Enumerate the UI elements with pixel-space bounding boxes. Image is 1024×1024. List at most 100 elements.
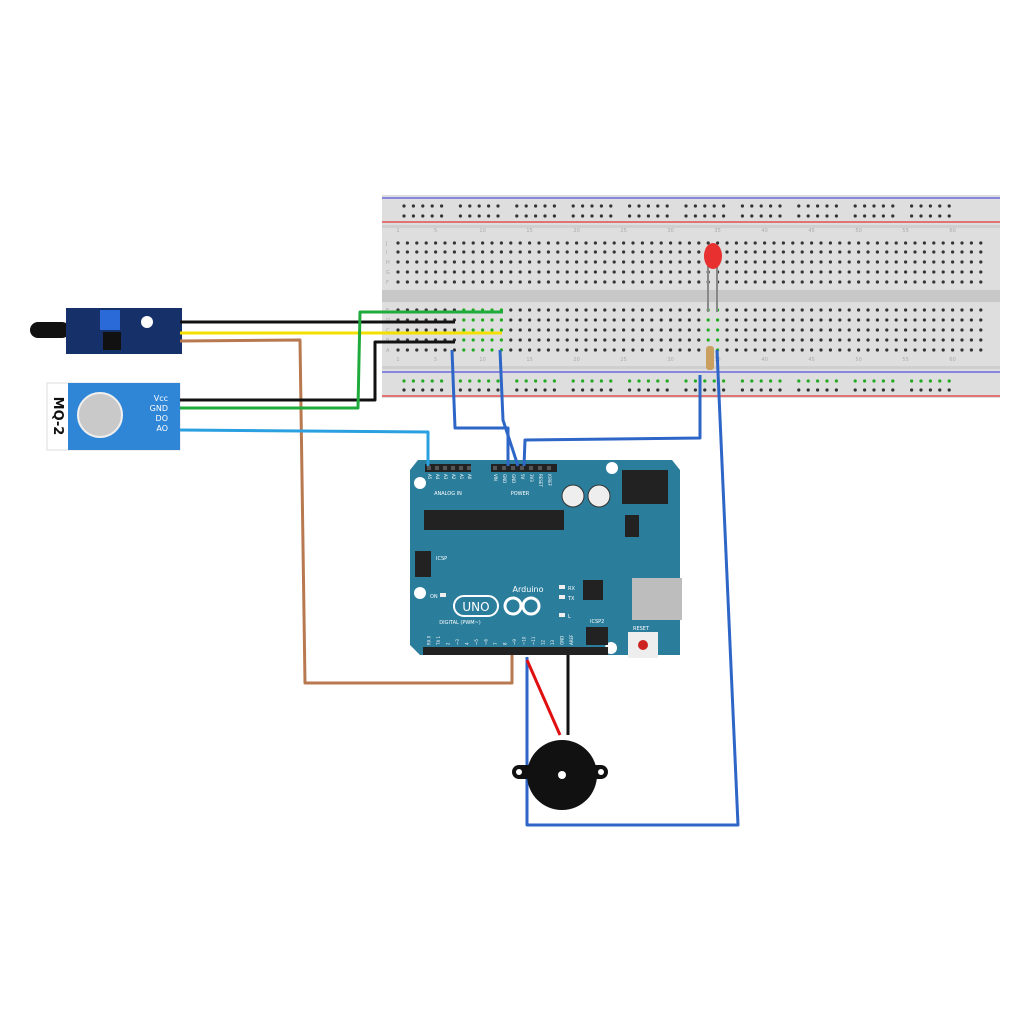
breadboard-hole[interactable] — [678, 270, 682, 274]
breadboard-hole[interactable] — [847, 348, 851, 352]
breadboard-hole[interactable] — [819, 348, 823, 352]
rail-hole[interactable] — [853, 214, 857, 218]
breadboard-hole[interactable] — [462, 338, 466, 342]
rail-hole[interactable] — [402, 388, 406, 392]
breadboard-hole[interactable] — [894, 348, 898, 352]
breadboard-hole[interactable] — [838, 241, 842, 245]
breadboard-hole[interactable] — [659, 260, 663, 264]
analog-pin[interactable] — [443, 466, 447, 470]
breadboard-hole[interactable] — [499, 318, 503, 322]
breadboard-hole[interactable] — [518, 260, 522, 264]
breadboard-hole[interactable] — [847, 260, 851, 264]
breadboard-hole[interactable] — [603, 260, 607, 264]
rail-hole[interactable] — [487, 214, 491, 218]
breadboard-hole[interactable] — [941, 318, 945, 322]
breadboard-hole[interactable] — [415, 270, 419, 274]
breadboard-hole[interactable] — [734, 328, 739, 332]
rail-hole[interactable] — [571, 388, 575, 392]
breadboard-hole[interactable] — [763, 270, 767, 274]
breadboard-hole[interactable] — [875, 318, 880, 322]
breadboard-hole[interactable] — [744, 308, 748, 312]
breadboard-hole[interactable] — [734, 280, 739, 284]
rail-hole[interactable] — [656, 214, 660, 218]
breadboard-hole[interactable] — [471, 241, 475, 245]
breadboard-hole[interactable] — [904, 270, 908, 274]
breadboard-hole[interactable] — [847, 308, 851, 312]
breadboard-hole[interactable] — [951, 280, 955, 284]
breadboard-hole[interactable] — [697, 308, 701, 312]
breadboard-hole[interactable] — [772, 270, 776, 274]
breadboard-hole[interactable] — [697, 250, 701, 254]
rail-hole[interactable] — [759, 204, 763, 208]
breadboard-hole[interactable] — [556, 308, 560, 312]
breadboard-hole[interactable] — [753, 348, 757, 352]
breadboard-hole[interactable] — [509, 308, 513, 312]
breadboard-hole[interactable] — [575, 280, 579, 284]
breadboard-hole[interactable] — [838, 280, 842, 284]
breadboard-hole[interactable] — [499, 280, 503, 284]
breadboard-hole[interactable] — [405, 280, 409, 284]
breadboard-hole[interactable] — [941, 250, 945, 254]
breadboard-hole[interactable] — [669, 241, 673, 245]
breadboard-hole[interactable] — [932, 250, 936, 254]
rail-hole[interactable] — [440, 379, 444, 383]
breadboard-hole[interactable] — [772, 338, 776, 342]
breadboard-hole[interactable] — [650, 328, 654, 332]
breadboard-hole[interactable] — [781, 241, 786, 245]
breadboard-hole[interactable] — [951, 348, 955, 352]
rail-hole[interactable] — [938, 388, 942, 392]
breadboard-hole[interactable] — [875, 260, 880, 264]
rail-hole[interactable] — [919, 388, 923, 392]
breadboard-hole[interactable] — [922, 280, 927, 284]
breadboard-hole[interactable] — [415, 241, 419, 245]
breadboard-hole[interactable] — [537, 328, 541, 332]
breadboard-hole[interactable] — [838, 318, 842, 322]
breadboard-hole[interactable] — [490, 260, 494, 264]
breadboard-hole[interactable] — [443, 241, 447, 245]
rail-hole[interactable] — [543, 214, 547, 218]
rail-hole[interactable] — [684, 214, 688, 218]
rail-hole[interactable] — [599, 214, 604, 218]
breadboard-hole[interactable] — [462, 250, 466, 254]
breadboard-hole[interactable] — [546, 348, 551, 352]
breadboard-hole[interactable] — [763, 260, 767, 264]
breadboard-hole[interactable] — [584, 318, 588, 322]
breadboard-hole[interactable] — [885, 241, 889, 245]
rail-hole[interactable] — [825, 379, 829, 383]
rail-hole[interactable] — [778, 204, 782, 208]
rail-hole[interactable] — [534, 379, 538, 383]
breadboard-hole[interactable] — [781, 280, 786, 284]
breadboard-hole[interactable] — [603, 328, 607, 332]
breadboard-hole[interactable] — [471, 270, 475, 274]
breadboard-hole[interactable] — [669, 308, 673, 312]
breadboard-hole[interactable] — [556, 260, 560, 264]
rail-hole[interactable] — [581, 379, 585, 383]
breadboard-hole[interactable] — [969, 260, 974, 264]
breadboard-hole[interactable] — [584, 328, 588, 332]
breadboard-hole[interactable] — [866, 328, 870, 332]
breadboard-hole[interactable] — [857, 241, 861, 245]
breadboard-hole[interactable] — [753, 260, 757, 264]
breadboard-hole[interactable] — [979, 318, 983, 322]
breadboard-hole[interactable] — [969, 328, 974, 332]
breadboard-hole[interactable] — [631, 270, 635, 274]
breadboard-hole[interactable] — [415, 250, 419, 254]
rail-hole[interactable] — [778, 379, 782, 383]
breadboard-hole[interactable] — [471, 280, 475, 284]
rail-hole[interactable] — [797, 214, 801, 218]
wire-mq2-vcc[interactable] — [180, 340, 455, 402]
rail-hole[interactable] — [515, 204, 519, 208]
breadboard-hole[interactable] — [866, 260, 870, 264]
rail-hole[interactable] — [863, 388, 867, 392]
rail-hole[interactable] — [947, 204, 951, 208]
rail-hole[interactable] — [722, 214, 726, 218]
breadboard-hole[interactable] — [725, 348, 729, 352]
breadboard-hole[interactable] — [434, 348, 438, 352]
breadboard-hole[interactable] — [575, 328, 579, 332]
rail-hole[interactable] — [468, 388, 472, 392]
rail-hole[interactable] — [750, 204, 754, 208]
breadboard-hole[interactable] — [922, 348, 927, 352]
breadboard-hole[interactable] — [828, 348, 833, 352]
breadboard-hole[interactable] — [546, 250, 551, 254]
breadboard-hole[interactable] — [640, 241, 645, 245]
